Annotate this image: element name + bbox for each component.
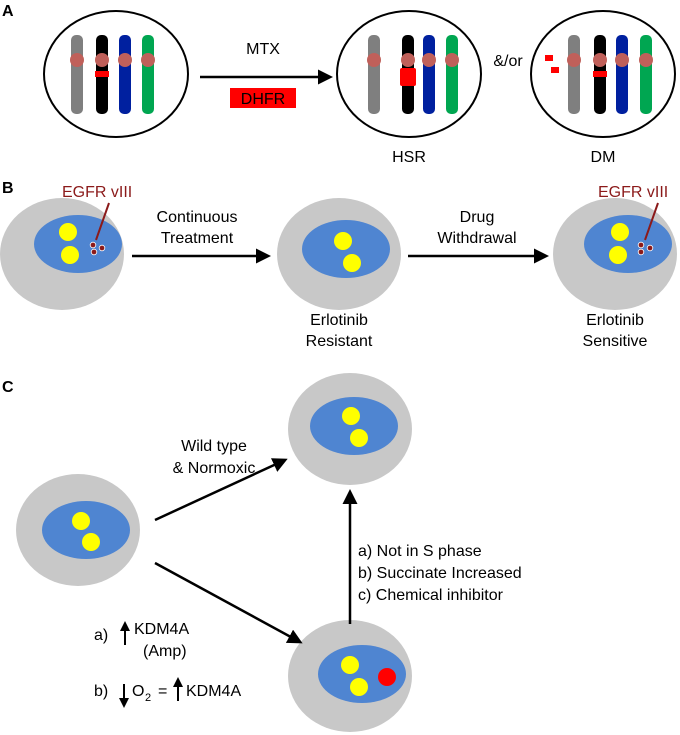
panel-a-label: A xyxy=(2,3,14,20)
erlotinib-resistant-line2: Resistant xyxy=(306,333,373,350)
chromosome-green xyxy=(142,35,154,114)
treatment-label: Treatment xyxy=(161,230,234,247)
condition-a: a) Not in S phase xyxy=(358,543,482,560)
arrow-to-top xyxy=(154,458,288,522)
chromosome-gray xyxy=(568,35,580,114)
dhfr-label: DHFR xyxy=(241,91,285,108)
nucleolus xyxy=(350,429,368,447)
nucleus xyxy=(318,645,406,703)
nucleus-left xyxy=(43,10,189,138)
andor-label: &/or xyxy=(493,53,523,70)
chromosome-green xyxy=(640,35,652,114)
panel-b-label: B xyxy=(2,180,14,197)
cell-c-top xyxy=(288,373,412,485)
centromere xyxy=(422,53,436,67)
kdm4a-b-gene: KDM4A xyxy=(186,683,241,700)
chromosome-gray xyxy=(368,35,380,114)
mtx-label: MTX xyxy=(246,41,280,58)
nucleus-dm xyxy=(530,10,676,138)
nucleus xyxy=(310,397,398,455)
drug-label: Drug xyxy=(460,209,495,226)
dhfr-locus xyxy=(95,71,109,77)
nucleolus xyxy=(82,533,100,551)
centromere xyxy=(95,53,109,67)
panel-c-label: C xyxy=(2,379,14,396)
centromere xyxy=(118,53,132,67)
erlotinib-sensitive-line1: Erlotinib xyxy=(586,312,644,329)
oxygen-subscript: 2 xyxy=(145,692,151,704)
condition-c: c) Chemical inhibitor xyxy=(358,587,504,604)
erlotinib-sensitive-line2: Sensitive xyxy=(583,333,648,350)
nucleolus xyxy=(341,656,359,674)
nucleolus xyxy=(59,223,77,241)
cell-c-left xyxy=(16,474,140,586)
oxygen-label: O xyxy=(132,683,144,700)
centromere xyxy=(445,53,459,67)
hsr-amplification xyxy=(400,68,416,86)
egfr-viii-left-pointer xyxy=(95,202,110,241)
centromere xyxy=(567,53,581,67)
red-focus xyxy=(378,668,396,686)
nucleolus xyxy=(609,246,627,264)
egfr-viii-right-pointer xyxy=(644,202,659,241)
continuous-label: Continuous xyxy=(157,209,238,226)
centromere xyxy=(367,53,381,67)
arrow-to-bottom xyxy=(154,561,303,644)
centromere xyxy=(70,53,84,67)
nucleolus xyxy=(72,512,90,530)
egfr-viii-dot xyxy=(637,241,645,249)
egfr-viii-dot xyxy=(98,244,106,252)
kdm4a-b-prefix: b) xyxy=(94,683,108,700)
erlotinib-resistant-line1: Erlotinib xyxy=(310,312,368,329)
egfr-viii-dot xyxy=(90,248,98,256)
chromosome-blue xyxy=(616,35,628,114)
nucleolus xyxy=(343,254,361,272)
centromere xyxy=(401,53,415,67)
kdm4a-a-amp: (Amp) xyxy=(143,643,187,660)
egfr-viii-dot xyxy=(89,241,97,249)
egfr-viii-dot xyxy=(637,248,645,256)
nucleus xyxy=(584,215,672,273)
chromosome-green xyxy=(446,35,458,114)
centromere xyxy=(639,53,653,67)
nucleolus xyxy=(611,223,629,241)
nucleolus xyxy=(334,232,352,250)
condition-b: b) Succinate Increased xyxy=(358,565,522,582)
centromere xyxy=(615,53,629,67)
chromosome-blue xyxy=(423,35,435,114)
hsr-label: HSR xyxy=(392,149,426,166)
cell-b-right xyxy=(553,198,677,310)
nucleus-hsr xyxy=(336,10,482,138)
nucleolus xyxy=(61,246,79,264)
egfr-viii-right-label: EGFR vIII xyxy=(598,184,668,201)
double-minute xyxy=(545,55,553,61)
kdm4a-a-gene: KDM4A xyxy=(134,621,189,638)
wild-type-label: Wild type xyxy=(181,438,247,455)
withdrawal-label: Withdrawal xyxy=(437,230,516,247)
nucleus-left-outline xyxy=(43,10,189,138)
kdm4a-a-prefix: a) xyxy=(94,627,108,644)
equals-sign: = xyxy=(158,683,167,700)
centromere xyxy=(593,53,607,67)
cell-b-middle xyxy=(277,198,401,310)
nucleolus xyxy=(342,407,360,425)
dhfr-box xyxy=(230,88,296,108)
nucleus xyxy=(42,501,130,559)
cell-c-bottom xyxy=(288,620,412,732)
nucleolus xyxy=(350,678,368,696)
chromosome-blue xyxy=(119,35,131,114)
dhfr-locus xyxy=(593,71,607,77)
chromosome-gray xyxy=(71,35,83,114)
normoxic-label: & Normoxic xyxy=(173,460,256,477)
egfr-viii-dot xyxy=(646,244,654,252)
egfr-viii-left-label: EGFR vIII xyxy=(62,184,132,201)
double-minute xyxy=(551,67,559,73)
dm-label: DM xyxy=(591,149,616,166)
nucleus xyxy=(34,215,122,273)
centromere xyxy=(141,53,155,67)
